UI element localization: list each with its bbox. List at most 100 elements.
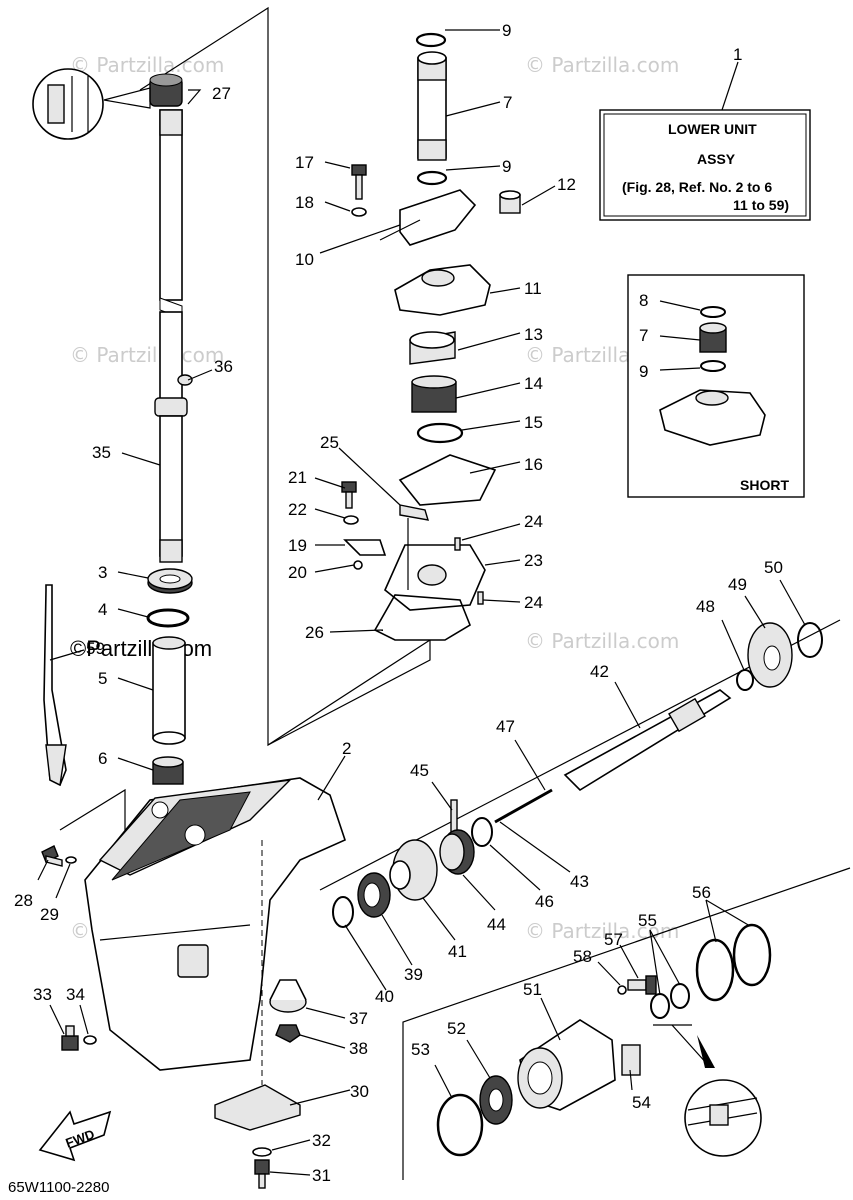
part-57-bolt bbox=[627, 975, 657, 995]
part-number-32: 32 bbox=[312, 1131, 331, 1150]
part-number-37: 37 bbox=[349, 1009, 368, 1028]
part-41-reverse-gear bbox=[389, 839, 438, 901]
part-number-33: 33 bbox=[33, 985, 52, 1004]
part-number-10: 10 bbox=[295, 250, 314, 269]
part-number-23: 23 bbox=[524, 551, 543, 570]
part-20-washer bbox=[353, 560, 363, 570]
part-59-shift-rod bbox=[43, 584, 67, 787]
part-47-spring bbox=[494, 788, 553, 824]
part-number-51: 51 bbox=[523, 980, 542, 999]
part-31-bolt bbox=[254, 1159, 270, 1189]
part-number-15: 15 bbox=[524, 413, 543, 432]
part-56-o-ring bbox=[732, 923, 772, 987]
part-number-54: 54 bbox=[632, 1093, 651, 1112]
part-14-impeller bbox=[411, 375, 457, 413]
part-42-propeller-shaft bbox=[563, 689, 732, 792]
short-number-7: 7 bbox=[639, 326, 648, 345]
part-number-34: 34 bbox=[66, 985, 85, 1004]
part-number-38: 38 bbox=[349, 1039, 368, 1058]
part-29-washer bbox=[65, 856, 77, 864]
detail-bubble bbox=[684, 1079, 762, 1157]
part-number-4: 4 bbox=[98, 600, 107, 619]
part-number-52: 52 bbox=[447, 1019, 466, 1038]
part-49-forward-gear bbox=[747, 622, 793, 688]
part-number-56: 56 bbox=[692, 883, 711, 902]
part-number-24: 24 bbox=[524, 593, 543, 612]
part-number-6: 6 bbox=[98, 749, 107, 768]
short-label: SHORT bbox=[740, 477, 789, 493]
part-21-bolt bbox=[341, 481, 357, 509]
part-number-7: 7 bbox=[503, 93, 512, 112]
part-number-1: 1 bbox=[733, 45, 742, 64]
part-number-9: 9 bbox=[502, 21, 511, 40]
water-pump-group bbox=[267, 32, 521, 746]
part-number-28: 28 bbox=[14, 891, 33, 910]
part-52-bearing bbox=[479, 1075, 513, 1125]
part-number-18: 18 bbox=[295, 193, 314, 212]
part-number-44: 44 bbox=[487, 915, 506, 934]
part-39-bearing bbox=[357, 872, 391, 918]
part-numbers: 9 7 9 12 17 18 10 11 13 14 15 16 25 21 2… bbox=[14, 21, 783, 1185]
part-number-26: 26 bbox=[305, 623, 324, 642]
part-number-5: 5 bbox=[98, 669, 107, 688]
part-number-42: 42 bbox=[590, 662, 609, 681]
part-45-pin bbox=[450, 799, 458, 833]
part-36-key bbox=[177, 374, 193, 386]
watermark: © Partzilla.com bbox=[70, 343, 224, 367]
part-24-dowel bbox=[477, 591, 484, 605]
part-number-47: 47 bbox=[496, 717, 515, 736]
part-37-pinion-gear bbox=[269, 979, 307, 1013]
part-18-washer bbox=[351, 207, 367, 217]
part-26-gasket bbox=[373, 594, 471, 641]
part-7-water-tube bbox=[417, 51, 447, 161]
watermark: © Partzilla.com bbox=[525, 919, 679, 943]
part-number-41: 41 bbox=[448, 942, 467, 961]
part-number-3: 3 bbox=[98, 563, 107, 582]
part-5-sleeve bbox=[152, 636, 186, 745]
part-51-propeller-shaft-housing bbox=[517, 1019, 616, 1111]
part-9-o-ring bbox=[415, 32, 447, 48]
part-number-40: 40 bbox=[375, 987, 394, 1006]
leader-lines bbox=[37, 29, 806, 1176]
part-number-14: 14 bbox=[524, 374, 543, 393]
part-17-bolt bbox=[351, 164, 367, 200]
part-number-46: 46 bbox=[535, 892, 554, 911]
part-4-o-ring bbox=[146, 608, 190, 628]
part-number-55: 55 bbox=[638, 911, 657, 930]
part-35-drive-shaft bbox=[154, 109, 188, 563]
part-55-washer bbox=[670, 983, 690, 1009]
part-number-19: 19 bbox=[288, 536, 307, 555]
part-44-dog-clutch bbox=[439, 829, 475, 875]
part-number-48: 48 bbox=[696, 597, 715, 616]
part-number-24: 24 bbox=[524, 512, 543, 531]
watermark: © Partzilla.com bbox=[70, 53, 224, 77]
part-15-gasket bbox=[416, 422, 464, 444]
part-number-11: 11 bbox=[524, 279, 542, 298]
part-11-pump-case bbox=[394, 264, 491, 316]
part-24-dowel bbox=[454, 537, 461, 551]
box-line-4: 11 to 59) bbox=[733, 197, 789, 213]
part-number-22: 22 bbox=[288, 500, 307, 519]
part-number-31: 31 bbox=[312, 1166, 331, 1185]
part-28-bolt bbox=[41, 845, 63, 867]
part-number-53: 53 bbox=[411, 1040, 430, 1059]
part-55-washer bbox=[650, 993, 670, 1019]
part-number-57: 57 bbox=[604, 930, 623, 949]
part-number-58: 58 bbox=[573, 947, 592, 966]
part-10-plate bbox=[399, 189, 477, 246]
propeller-shaft-group bbox=[319, 619, 841, 928]
part-40-shim bbox=[332, 896, 354, 928]
part-number-29: 29 bbox=[40, 905, 59, 924]
part-number-59: 59 bbox=[86, 639, 105, 658]
part-48-washer bbox=[736, 669, 754, 691]
part-50-shim bbox=[797, 622, 823, 658]
part-number-49: 49 bbox=[728, 575, 747, 594]
box-line-3: (Fig. 28, Ref. No. 2 to 6 bbox=[622, 179, 772, 195]
part-6-bearing bbox=[152, 756, 184, 785]
part-19-clip bbox=[343, 539, 387, 556]
part-27-oil-seal bbox=[32, 68, 202, 140]
part-number-25: 25 bbox=[320, 433, 339, 452]
shaft-housing-group bbox=[402, 867, 851, 1180]
part-number-45: 45 bbox=[410, 761, 429, 780]
